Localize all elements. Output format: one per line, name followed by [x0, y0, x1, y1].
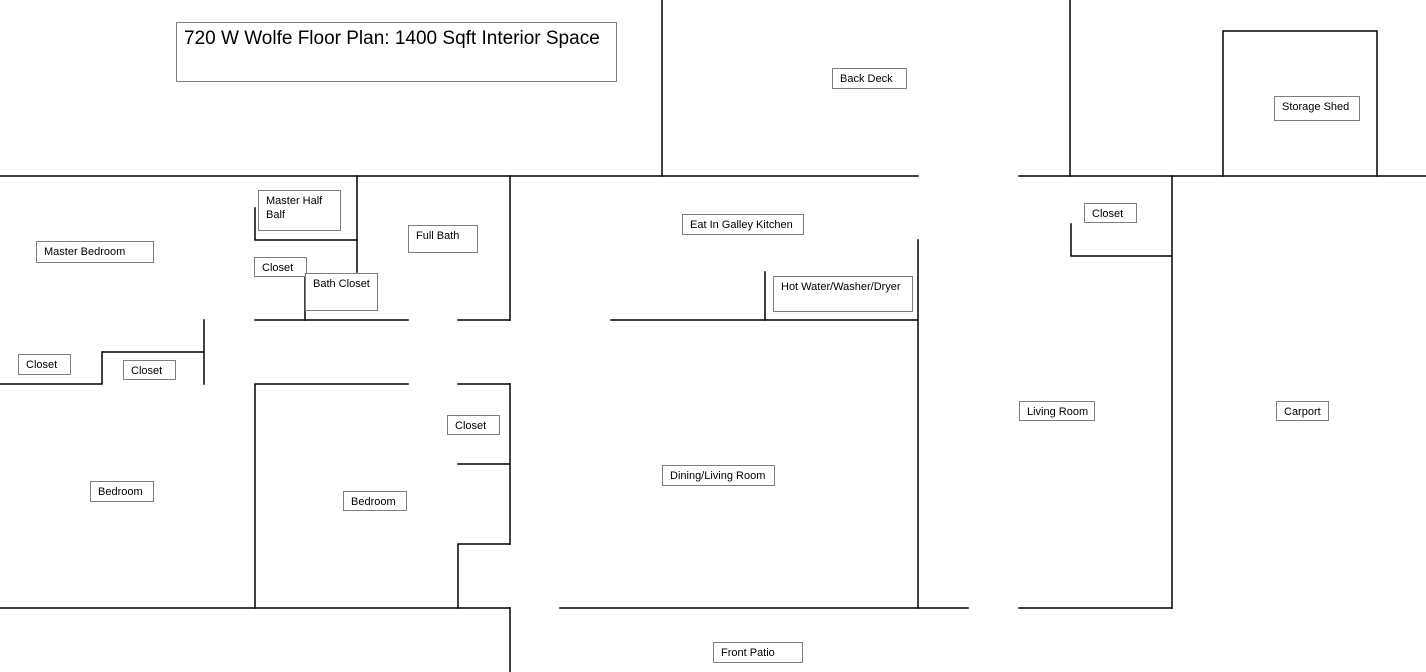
room-label-master-bedroom: Master Bedroom — [36, 241, 154, 263]
room-label-back-deck: Back Deck — [832, 68, 907, 89]
storage-shed-walls — [1222, 30, 1378, 177]
room-label-storage-shed: Storage Shed — [1274, 96, 1360, 121]
room-label-bath-closet: Bath Closet — [305, 273, 378, 311]
room-label-dining-living: Dining/Living Room — [662, 465, 775, 486]
room-label-hall-closet: Closet — [447, 415, 500, 435]
wall — [457, 543, 511, 609]
room-label-full-bath: Full Bath — [408, 225, 478, 253]
room-label-utility: Hot Water/Washer/Dryer — [773, 276, 913, 312]
wall — [1070, 223, 1173, 257]
room-label-carport: Carport — [1276, 401, 1329, 421]
wall — [254, 207, 358, 241]
page-title: 720 W Wolfe Floor Plan: 1400 Sqft Interi… — [176, 22, 617, 82]
wall — [0, 351, 205, 385]
wall — [254, 383, 409, 609]
room-label-closet-far-left: Closet — [18, 354, 71, 375]
room-label-front-patio: Front Patio — [713, 642, 803, 663]
room-label-living-room: Living Room — [1019, 401, 1095, 421]
room-label-living-closet: Closet — [1084, 203, 1137, 223]
room-label-bedroom-1: Bedroom — [90, 481, 154, 502]
room-label-master-closet: Closet — [254, 257, 307, 277]
room-label-master-half-bath: Master Half Balf — [258, 190, 341, 231]
room-label-kitchen: Eat In Galley Kitchen — [682, 214, 804, 235]
room-label-closet-left: Closet — [123, 360, 176, 380]
room-label-bedroom-2: Bedroom — [343, 491, 407, 511]
